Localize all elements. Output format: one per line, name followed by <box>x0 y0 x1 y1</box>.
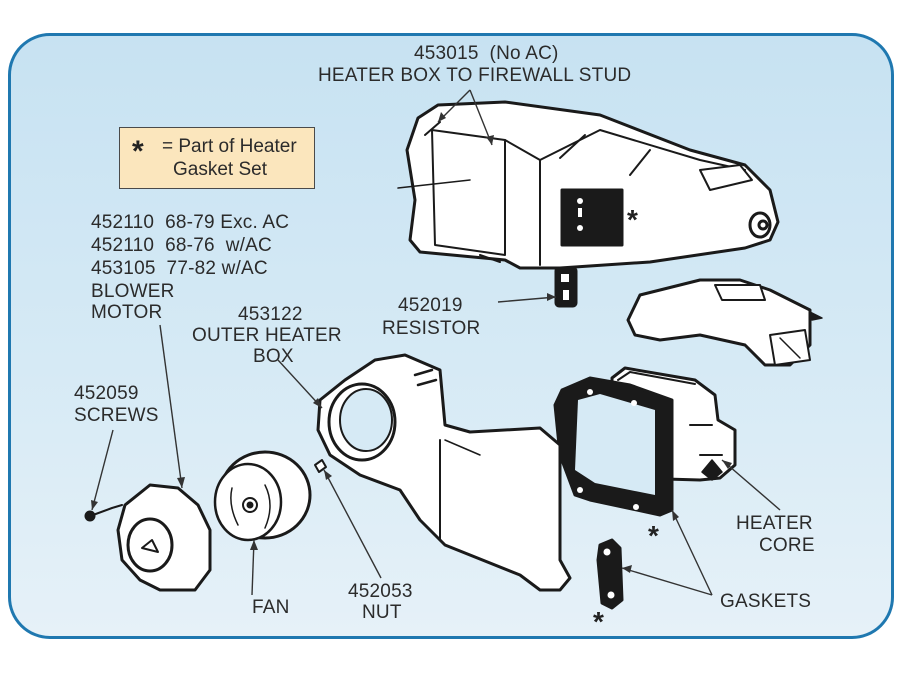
callout-blower-line-2: 452110 68-76 w/AC <box>91 235 272 256</box>
asterisk-core-gasket: * <box>648 520 659 551</box>
callout-heater-core-1: HEATER <box>736 513 813 534</box>
small-gasket-part <box>596 538 624 610</box>
core-gasket-part <box>553 376 674 517</box>
callout-nut-part: 452053 <box>348 581 413 602</box>
asterisk-resistor-plate: * <box>627 204 638 235</box>
fan-part <box>213 450 312 542</box>
legend-box: * = Part of Heater Gasket Set <box>119 127 315 189</box>
air-duct <box>626 278 823 367</box>
callout-resistor-part: 452019 <box>398 295 463 316</box>
leader-lines <box>91 89 781 596</box>
leader-nut <box>323 469 382 579</box>
upper-heater-box <box>397 100 780 270</box>
leader-stud-right <box>469 89 493 146</box>
callout-outer-box-name-1: OUTER HEATER <box>192 325 342 346</box>
callout-blower-line-5: MOTOR <box>91 302 163 323</box>
callout-gaskets: GASKETS <box>720 591 812 612</box>
callout-outer-box-name-2: BOX <box>253 346 294 367</box>
legend-asterisk: * <box>132 135 144 168</box>
callout-firewall-stud-name: HEATER BOX TO FIREWALL STUD <box>318 65 632 86</box>
callout-blower-line-4: BLOWER <box>91 281 175 302</box>
blower-motor-part <box>84 483 212 592</box>
callout-nut-name: NUT <box>362 602 402 623</box>
callout-blower-line-1: 452110 68-79 Exc. AC <box>91 212 290 233</box>
callout-fan: FAN <box>252 597 290 618</box>
asterisk-small-gasket: * <box>593 606 604 637</box>
legend-line-1: = Part of Heater <box>162 136 297 157</box>
callout-blower-line-3: 453105 77-82 w/AC <box>91 258 268 279</box>
leader-gasket-small <box>621 567 713 596</box>
leader-blower-motor <box>159 324 183 489</box>
callout-outer-box-part: 453122 <box>238 304 303 325</box>
legend-line-2: Gasket Set <box>173 159 267 180</box>
callout-heater-core-2: CORE <box>759 535 815 556</box>
callout-resistor-name: RESISTOR <box>382 318 481 339</box>
leader-gasket-core <box>671 509 713 596</box>
leader-outer-box <box>277 359 323 409</box>
callout-firewall-stud-part: 453015 (No AC) <box>414 43 559 64</box>
callout-screws-part: 452059 <box>74 383 139 404</box>
arrowheads <box>91 112 732 573</box>
outer-heater-box-part <box>314 353 572 592</box>
leader-screws <box>91 429 114 511</box>
callout-screws-name: SCREWS <box>74 405 159 426</box>
resistor-part <box>554 266 578 308</box>
leader-resistor <box>497 296 557 303</box>
leader-heater-core <box>721 459 781 511</box>
